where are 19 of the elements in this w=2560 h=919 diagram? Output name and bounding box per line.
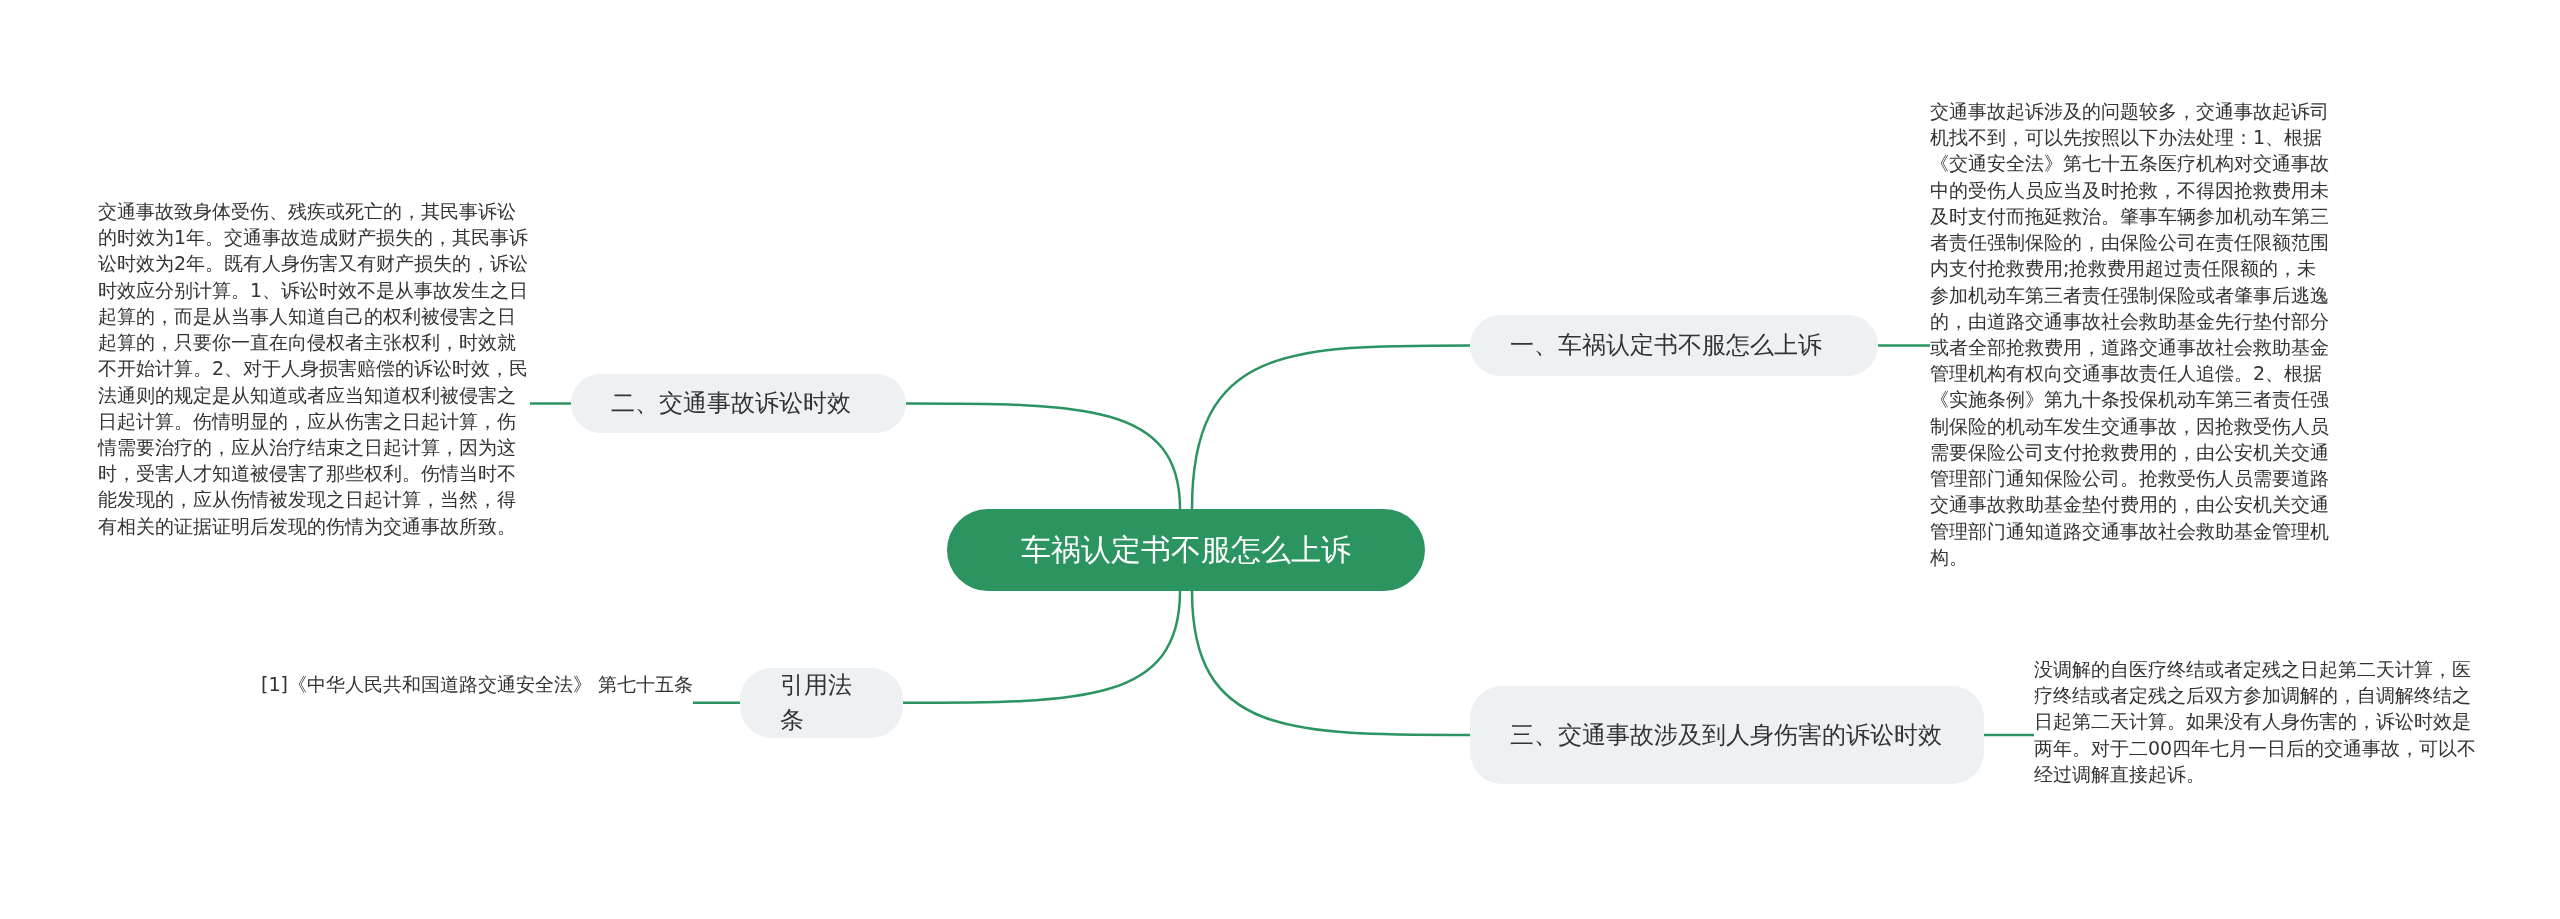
note-text: 没调解的自医疗终结或者定残之日起第二天计算，医疗终结或者定残之后双方参加调解的，自调解终结之日起第二天计算。如果没有人身伤害的，诉讼时效是两年。对于二00四年七月一日后的交通事故，可以不经过调解直接起诉。 — [2034, 657, 2478, 787]
topic-label: 一、车祸认定书不服怎么上诉 — [1510, 330, 1822, 362]
topic-label: 三、交通事故涉及到人身伤害的诉讼时效 — [1510, 719, 1942, 751]
branch-topic — [1470, 686, 1984, 784]
connector-line — [530, 402, 571, 405]
branch-topic — [740, 668, 903, 738]
note-text: 交通事故致身体受伤、残疾或死亡的，其民事诉讼的时效为1年。交通事故造成财产损失的，其民事诉讼时效为2年。既有人身伤害又有财产损失的，诉讼时效应分别计算。1、诉讼时效不是从事故发生之日起算的，而是从当事人知道自己的权利被侵害之日起算的，只要你一直在向侵权者主张权利，时效就不开始计算。2、对于人身损害赔偿的诉讼时效，民法通则的规定是从知道或者应当知道权利被侵害之日起计算。伤情明显的，应从伤害之日起计算，伤情需要治疗的，应从治疗结束之日起计算，因为这时，受害人才知道被侵害了那些权利。伤情当时不能发现的，应从伤情被发现之日起计算，当然，得有相关的证据证明后发现的伤情为交通事故所致。 — [98, 199, 530, 539]
topic-label: 车祸认定书不服怎么上诉 — [1021, 530, 1351, 569]
connector-line — [1190, 344, 1470, 510]
connector-line — [1190, 590, 1470, 737]
connector-line — [903, 590, 1182, 705]
topic-label: 二、交通事故诉讼时效 — [611, 388, 851, 420]
connector-line — [906, 402, 1182, 510]
citation-text: [1]《中华人民共和国道路交通安全法》 第七十五条 — [261, 672, 693, 697]
note-text: 交通事故起诉涉及的问题较多，交通事故起诉司机找不到，可以先按照以下办法处理：1、根据《交通安全法》第七十五条医疗机构对交通事故中的受伤人员应当及时抢救，不得因抢救费用未及时支付而拖延救治。肇事车辆参加机动车第三者责任强制保险的，由保险公司在责任限额范围内支付抢救费用;抢救费用超过责任限额的，未参加机动车第三者责任强制保险或者肇事后逃逸的，由道路交通事故社会救助基金先行垫付部分或者全部抢救费用，道路交通事故社会救助基金管理机构有权向交通事故责任人追偿。2、根据《实施条例》第九十条投保机动车第三者责任强制保险的机动车发生交通事故，因抢救受伤人员需要保险公司支付抢救费用的，由公安机关交通管理部门通知保险公司。抢救受伤人员需要道路交通事故救助基金垫付费用的，由公安机关交通管理部门通知道路交通事故社会救助基金管理机构。 — [1930, 99, 2330, 570]
connector-line — [693, 701, 740, 705]
topic-label: 引用法条 — [780, 670, 853, 736]
connector-line — [1878, 344, 1930, 347]
connector-line — [1984, 733, 2034, 737]
